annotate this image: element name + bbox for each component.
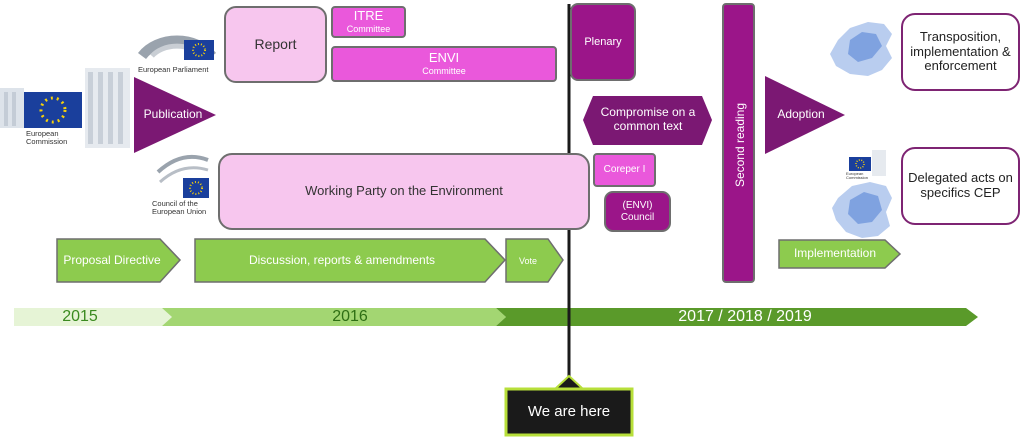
council-caption: Council of the European Union (152, 199, 207, 217)
coreper-box: Coreper I (593, 153, 656, 187)
discussion-label: Discussion, reports & amendments (248, 253, 436, 268)
proposal-label: Proposal Directive (63, 253, 161, 268)
plenary-box: Plenary (570, 3, 636, 81)
we-are-here-label: We are here (527, 403, 611, 421)
discussion-arrow (194, 238, 507, 283)
year-2016-label: 2016 (332, 307, 368, 325)
working-party-box: Working Party on the Environment (218, 153, 590, 230)
timeline-2016 (162, 308, 506, 326)
year-2015-label: 2015 (62, 307, 98, 325)
vote-arrow (505, 238, 564, 283)
report-box: Report (224, 6, 327, 83)
itre-committee-box: ITRE Committee (331, 6, 406, 38)
transposition-box: Transposition, implementation & enforcem… (901, 13, 1020, 91)
marker-label-box (504, 387, 634, 437)
implementation-arrow (778, 239, 902, 269)
envi-committee-box: ENVI Committee (331, 46, 557, 82)
proposal-arrow (56, 238, 182, 283)
itre-sub-label: Committee (346, 24, 391, 35)
second-reading-bar: Second reading (722, 3, 755, 283)
parliament-caption: European Parliament (138, 65, 209, 74)
delegated-acts-box: Delegated acts on specifics CEP (901, 147, 1020, 225)
marker-arrowhead (552, 374, 586, 390)
commission-caption: European Commission (26, 129, 68, 147)
envi-sub-label: Committee (422, 66, 466, 77)
eu-map-top-icon (830, 22, 892, 76)
itre-label: ITRE (353, 8, 384, 24)
adoption-label: Adoption (777, 107, 825, 122)
envi-label: ENVI (428, 50, 460, 66)
commission-small-logo (849, 150, 886, 176)
timeline-2015 (14, 308, 172, 326)
year-2017-2019-label: 2017 / 2018 / 2019 (678, 307, 812, 325)
timeline-2017-2019 (496, 308, 978, 326)
european-commission-logo (0, 68, 130, 148)
european-parliament-logo (137, 35, 217, 60)
publication-label: Publication (143, 107, 203, 122)
eu-map-bottom-icon (832, 182, 892, 238)
compromise-label: Compromise on a common text (600, 105, 696, 133)
adoption-arrow (765, 76, 845, 154)
implementation-label: Implementation (793, 246, 877, 261)
council-logo (156, 155, 209, 198)
commission-small-caption: European Commission (846, 171, 869, 181)
second-reading-label: Second reading (733, 102, 747, 188)
compromise-shape (583, 96, 712, 145)
envi-council-box: (ENVI) Council (604, 191, 671, 232)
publication-arrow (134, 77, 216, 153)
vote-label: Vote (518, 255, 538, 266)
